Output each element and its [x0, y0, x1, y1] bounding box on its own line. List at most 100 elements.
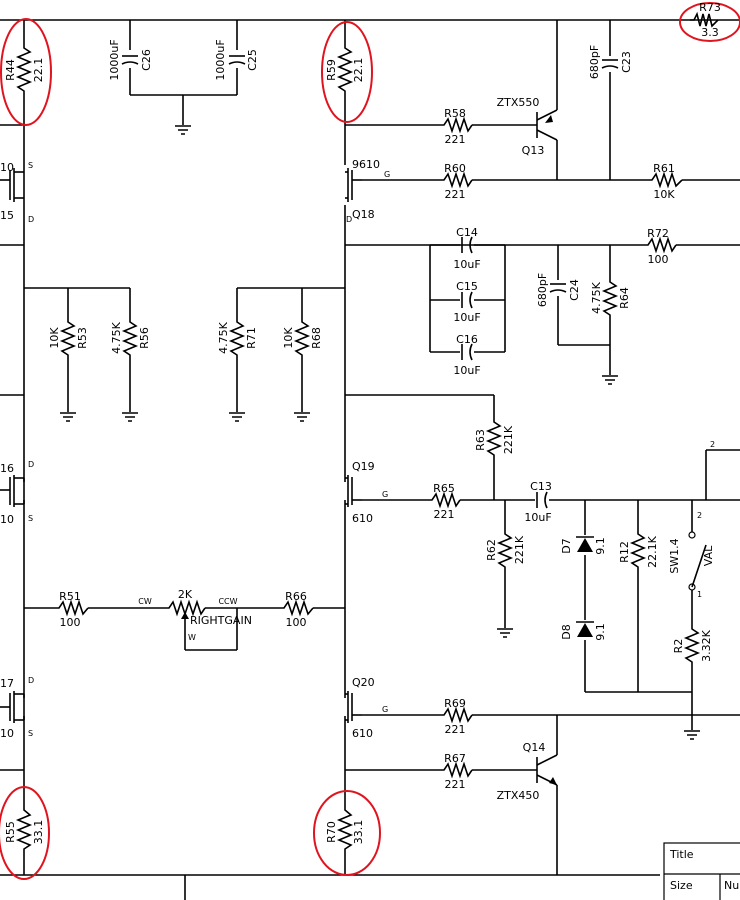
label-c25-ref: C25 — [246, 49, 259, 71]
edge-label-1: 10 — [0, 161, 14, 174]
label-r70-ref: R70 — [325, 821, 338, 843]
label-r12-value: 22.1K — [646, 535, 659, 567]
label-r70-value: 33.1 — [352, 820, 365, 845]
label-d7-value: 9.1 — [594, 537, 607, 555]
label-sw-pin-a: 2 — [697, 511, 702, 520]
label-q20-ref: Q20 — [352, 676, 375, 689]
label-r60-ref: R60 — [444, 162, 466, 175]
label-q14-part: ZTX450 — [497, 789, 540, 802]
diode-symbols — [576, 536, 594, 637]
label-q14-ref: Q14 — [523, 741, 546, 754]
label-r60-value: 221 — [445, 188, 466, 201]
highlight-r55 — [0, 786, 50, 880]
label-r56-value: 4.75K — [110, 321, 123, 353]
label-r63-value: 221K — [502, 425, 515, 454]
label-r67-value: 221 — [445, 778, 466, 791]
label-r61-ref: R61 — [653, 162, 675, 175]
label-r51-value: 100 — [60, 616, 81, 629]
edge-label-6: 10 — [0, 727, 14, 740]
label-r62-ref: R62 — [485, 539, 498, 561]
label-q18-ref: Q18 — [352, 208, 375, 221]
pin-left-d-bot: D — [28, 676, 34, 685]
label-c24-ref: C24 — [568, 279, 581, 301]
label-pot-ccw: CCW — [218, 597, 237, 606]
label-q13-part: ZTX550 — [497, 96, 540, 109]
pin-left-d-mid: D — [28, 460, 34, 469]
switch-symbol — [688, 531, 707, 591]
label-r44-value: 22.1 — [32, 58, 45, 83]
label-r61-value: 10K — [653, 188, 675, 201]
label-c14-ref: C14 — [456, 226, 478, 239]
label-r12-ref: R12 — [618, 541, 631, 563]
label-r59-value: 22.1 — [352, 58, 365, 83]
label-c14-value: 10uF — [453, 258, 480, 271]
highlight-r73 — [679, 2, 740, 42]
title-block-size: Size — [670, 879, 693, 892]
pin-right-d-top: D — [346, 215, 352, 224]
label-sw-ref: SW1.4 — [668, 538, 681, 573]
label-c26-value: 1000uF — [108, 39, 121, 80]
label-c13-ref: C13 — [530, 480, 552, 493]
label-d8-ref: D8 — [560, 624, 573, 639]
title-block-number: Num — [724, 879, 740, 892]
label-q13-ref: Q13 — [522, 144, 545, 157]
label-q19-part: 610 — [352, 512, 373, 525]
pin-left-s-top: S — [28, 161, 33, 170]
label-q20-part: 610 — [352, 727, 373, 740]
edge-label-4: 10 — [0, 513, 14, 526]
label-r55-ref: R55 — [4, 821, 17, 843]
label-r62-value: 221K — [513, 535, 526, 564]
pin-left-s-mid: S — [28, 514, 33, 523]
ground-symbols — [59, 125, 701, 740]
label-r73-ref: R73 — [699, 1, 721, 14]
edge-label-2: 15 — [0, 209, 14, 222]
label-pot-wiper: W — [188, 633, 196, 642]
highlight-markers — [0, 2, 740, 880]
label-d8-value: 9.1 — [594, 623, 607, 641]
label-c23-ref: C23 — [620, 51, 633, 73]
label-c24-value: 680pF — [536, 273, 549, 307]
label-r53-ref: R53 — [76, 327, 89, 349]
label-r63-ref: R63 — [474, 429, 487, 451]
pin-q18-g: G — [384, 170, 390, 179]
title-block: Title Size Num — [663, 842, 740, 900]
label-pot-cw: CW — [138, 597, 152, 606]
label-q18-part: 9610 — [352, 158, 380, 171]
label-r72-value: 100 — [648, 253, 669, 266]
pin-q20-g: G — [382, 705, 388, 714]
label-c15-ref: C15 — [456, 280, 478, 293]
label-r56-ref: R56 — [138, 327, 151, 349]
label-c26-ref: C26 — [140, 49, 153, 71]
pin-left-s-bot: S — [28, 729, 33, 738]
label-c13-value: 10uF — [524, 511, 551, 524]
label-c16-ref: C16 — [456, 333, 478, 346]
label-r55-value: 33.1 — [32, 820, 45, 845]
label-sw-name: VAL — [702, 545, 715, 566]
highlight-r44 — [0, 18, 52, 126]
label-r65-value: 221 — [434, 508, 455, 521]
label-r66-value: 100 — [286, 616, 307, 629]
label-r73-value: 3.3 — [701, 26, 719, 39]
label-q19-ref: Q19 — [352, 460, 375, 473]
label-r2-ref: R2 — [672, 639, 685, 654]
edge-label-5: 17 — [0, 677, 14, 690]
label-r71-value: 4.75K — [217, 321, 230, 353]
label-r68-ref: R68 — [310, 327, 323, 349]
label-r58-value: 221 — [445, 133, 466, 146]
capacitor-symbols — [121, 55, 619, 509]
label-c23-value: 680pF — [588, 45, 601, 79]
label-r71-ref: R71 — [245, 327, 258, 349]
label-r58-ref: R58 — [444, 107, 466, 120]
component-labels: R44 22.1 R59 22.1 10K R53 4.75K R56 4.75… — [0, 1, 721, 844]
label-r2-value: 3.32K — [700, 629, 713, 661]
transistor-symbols — [0, 109, 558, 786]
label-r69-ref: R69 — [444, 697, 466, 710]
resistor-symbols — [15, 11, 719, 855]
label-r66-ref: R66 — [285, 590, 307, 603]
title-block-title: Title — [669, 848, 694, 861]
label-r64-value: 4.75K — [590, 281, 603, 313]
label-c25-value: 1000uF — [214, 39, 227, 80]
label-r67-ref: R67 — [444, 752, 466, 765]
highlight-r70 — [313, 790, 381, 876]
